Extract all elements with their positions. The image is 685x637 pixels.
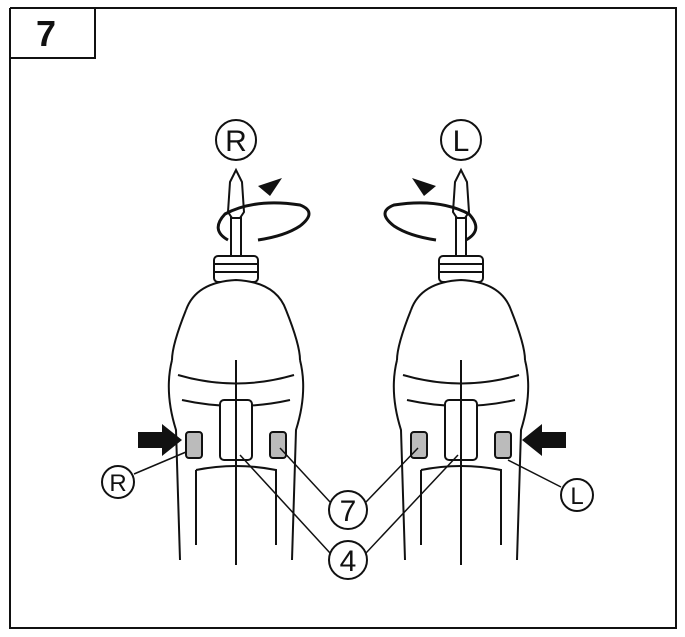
push-arrow-left-icon	[522, 424, 566, 456]
callout-switch: 7	[279, 447, 419, 530]
right-rotation-arrow	[383, 201, 478, 242]
svg-text:R: R	[109, 470, 126, 497]
svg-text:7: 7	[340, 495, 357, 528]
switch-label-right: R	[101, 451, 187, 499]
svg-text:L: L	[570, 483, 583, 510]
rotation-label-right: R	[215, 119, 257, 161]
push-arrow-right-icon	[138, 424, 182, 456]
right-impact-driver	[392, 167, 530, 565]
switch-label-left: L	[507, 459, 594, 512]
svg-text:4: 4	[340, 545, 357, 578]
callout-trigger: 4	[239, 454, 459, 580]
right-switch-button-right	[494, 431, 512, 459]
figure-frame	[9, 7, 677, 629]
left-switch-button-right	[269, 431, 287, 459]
right-driver-bit	[451, 167, 471, 219]
left-rotation-arrow	[216, 201, 311, 242]
left-switch-button-left	[185, 431, 203, 459]
svg-text:L: L	[453, 125, 470, 158]
rotation-label-left: L	[440, 119, 482, 161]
svg-text:R: R	[225, 125, 247, 158]
left-impact-driver	[167, 167, 305, 565]
right-switch-button-left	[410, 431, 428, 459]
step-number: 7	[36, 13, 56, 54]
